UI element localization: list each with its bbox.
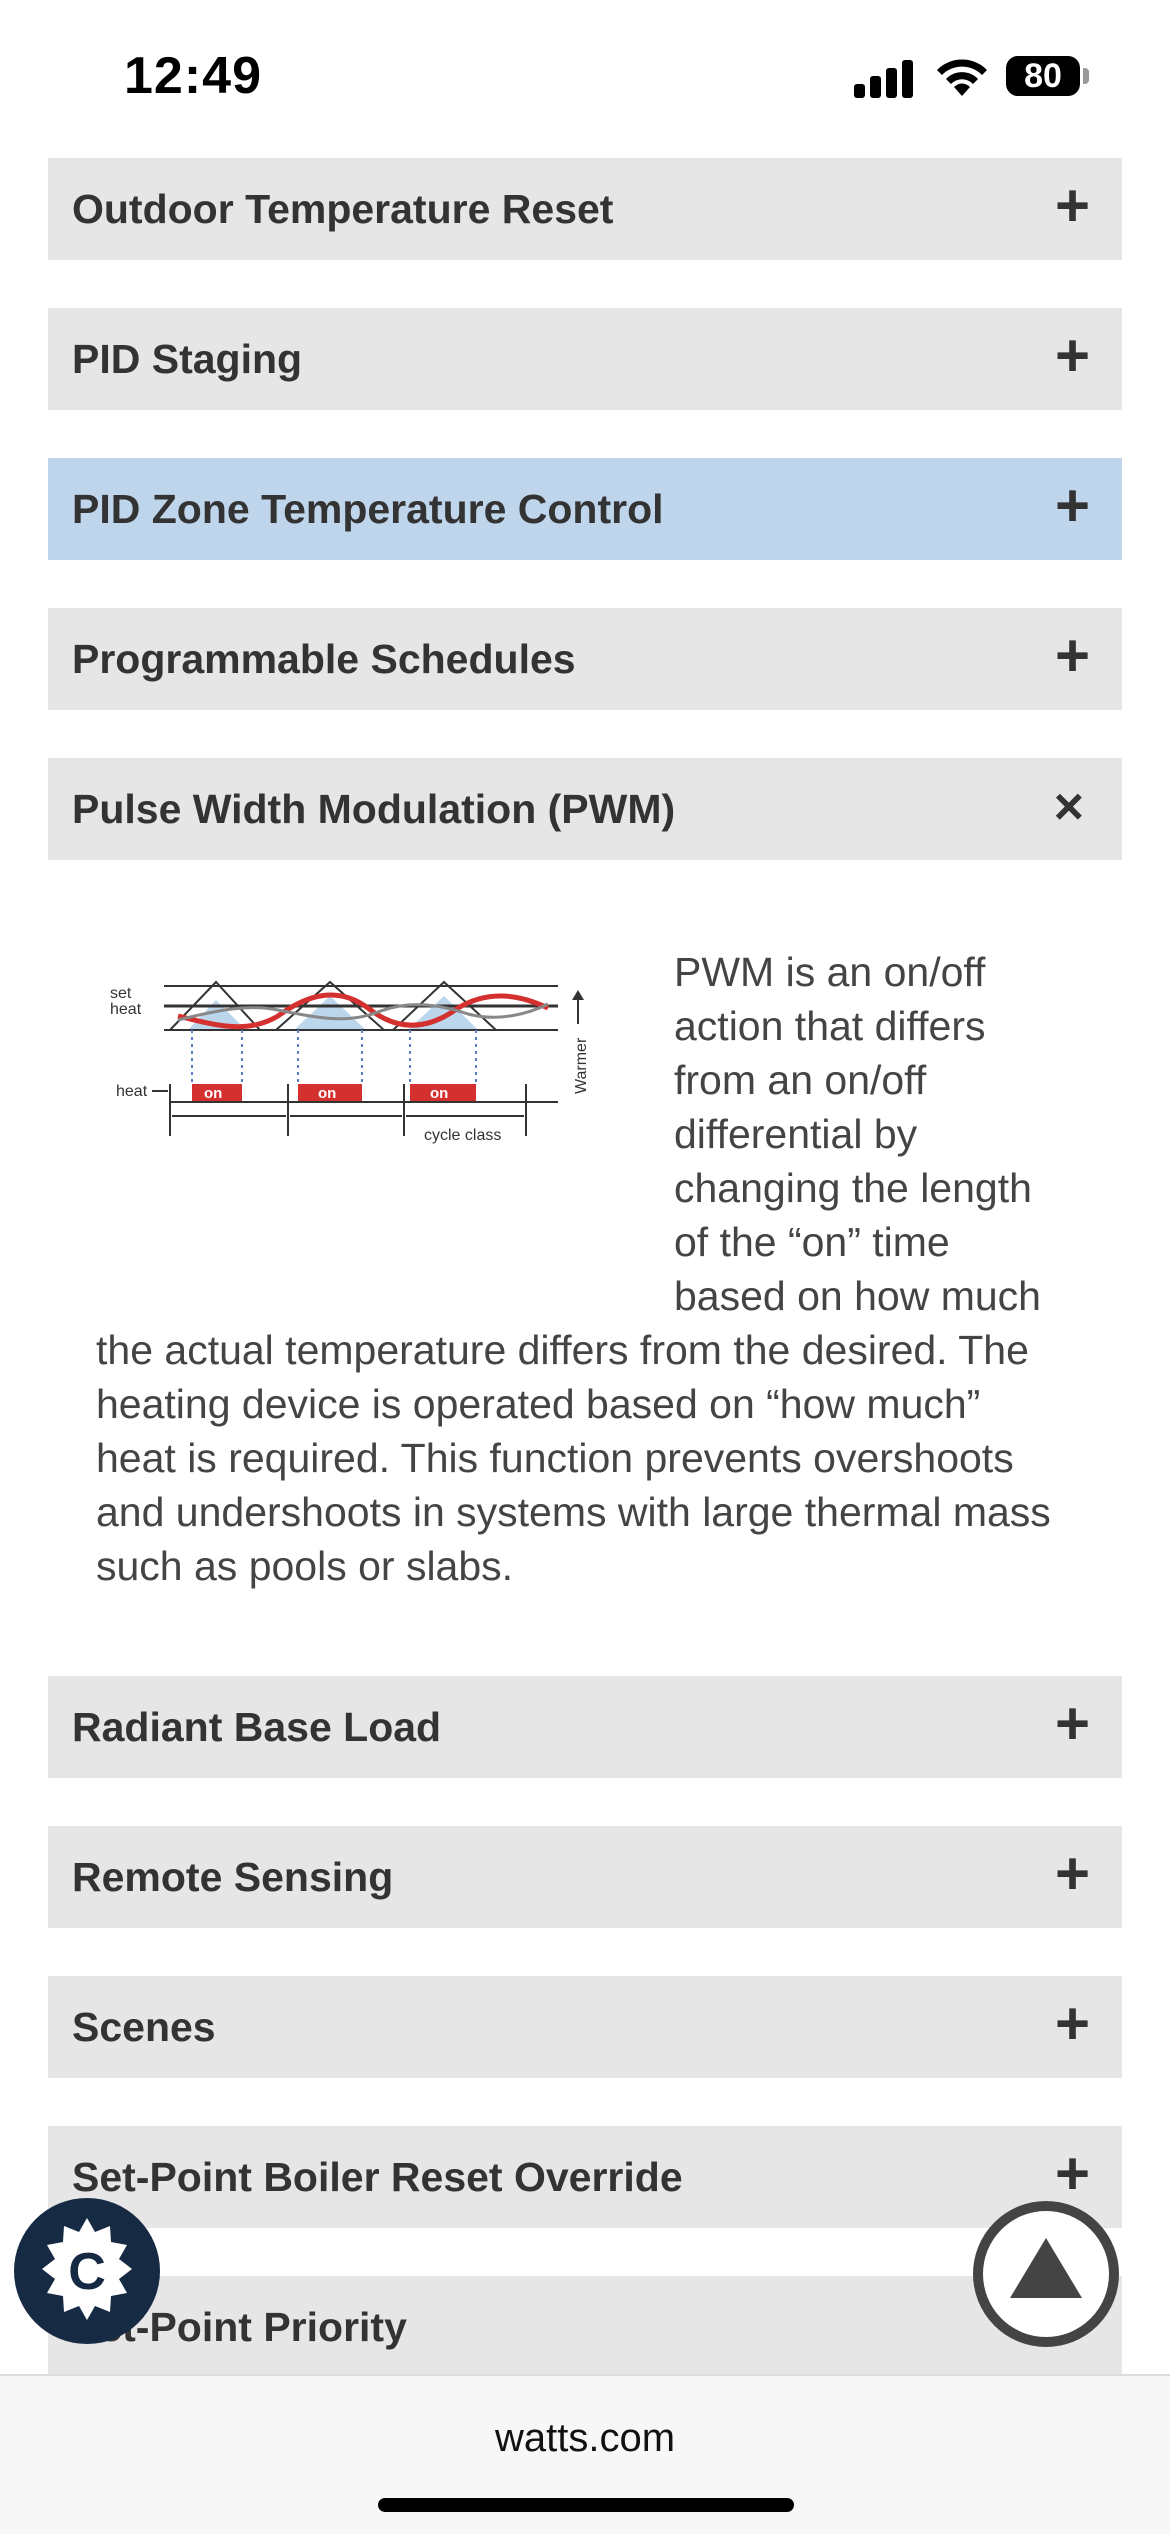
accordion-outdoor-temperature-reset[interactable]: Outdoor Temperature Reset + bbox=[48, 158, 1122, 260]
status-bar: 12:49 80 bbox=[0, 0, 1170, 150]
plus-icon[interactable]: + bbox=[1054, 1690, 1090, 1757]
battery-level: 80 bbox=[1024, 57, 1062, 95]
pwm-description-block: PWM is an on/off action that differs fro… bbox=[96, 945, 1056, 1593]
status-time: 12:49 bbox=[124, 47, 262, 105]
plus-icon[interactable]: + bbox=[1054, 1990, 1090, 2057]
diagram-warmer-label: Warmer bbox=[573, 1037, 590, 1094]
accordion-pid-staging[interactable]: PID Staging + bbox=[48, 308, 1122, 410]
accordion-label: Pulse Width Modulation (PWM) bbox=[72, 786, 676, 832]
home-indicator[interactable] bbox=[378, 2498, 794, 2512]
scroll-to-top-button[interactable] bbox=[972, 2200, 1120, 2348]
cookie-settings-button[interactable]: C bbox=[12, 2196, 162, 2346]
diagram-heat-row-label: heat bbox=[116, 1083, 148, 1100]
plus-icon[interactable]: + bbox=[1054, 172, 1090, 239]
diagram-on-label: on bbox=[204, 1085, 222, 1102]
cellular-signal-icon bbox=[854, 58, 914, 98]
browser-bottom-bar: watts.com bbox=[0, 2374, 1170, 2534]
plus-icon[interactable]: + bbox=[1054, 2140, 1090, 2207]
accordion-programmable-schedules[interactable]: Programmable Schedules + bbox=[48, 608, 1122, 710]
accordion-label: Scenes bbox=[72, 2004, 216, 2050]
close-icon[interactable]: × bbox=[1053, 778, 1084, 836]
diagram-on-label: on bbox=[318, 1085, 336, 1102]
pwm-diagram: set heat heat on on on bbox=[110, 980, 590, 1144]
accordion-radiant-base-load[interactable]: Radiant Base Load + bbox=[48, 1676, 1122, 1778]
battery-icon: 80 bbox=[1006, 56, 1080, 96]
plus-icon[interactable]: + bbox=[1054, 622, 1090, 689]
accordion-label: Set-Point Boiler Reset Override bbox=[72, 2154, 683, 2200]
accordion-set-point-boiler-reset-override[interactable]: Set-Point Boiler Reset Override + bbox=[48, 2126, 1122, 2228]
accordion-label: Outdoor Temperature Reset bbox=[72, 186, 614, 232]
wifi-icon bbox=[937, 59, 987, 96]
accordion-scenes[interactable]: Scenes + bbox=[48, 1976, 1122, 2078]
accordion-pulse-width-modulation[interactable]: Pulse Width Modulation (PWM) × bbox=[48, 758, 1122, 860]
pwm-description: PWM is an on/off action that differs fro… bbox=[96, 949, 1051, 1589]
diagram-set-label: set bbox=[110, 985, 132, 1002]
url-bar[interactable]: watts.com bbox=[494, 2416, 676, 2460]
diagram-on-label: on bbox=[430, 1085, 448, 1102]
accordion-set-point-priority[interactable]: Set-Point Priority + bbox=[48, 2276, 1122, 2378]
plus-icon[interactable]: + bbox=[1054, 1840, 1090, 1907]
plus-icon[interactable]: + bbox=[1054, 322, 1090, 389]
plus-icon[interactable]: + bbox=[1054, 472, 1090, 539]
accordion-label: PID Zone Temperature Control bbox=[72, 486, 664, 532]
arrow-up-icon bbox=[1010, 2238, 1082, 2298]
cookie-badge-icon bbox=[42, 2218, 132, 2320]
accordion-label: Radiant Base Load bbox=[72, 1704, 442, 1750]
accordion-label: Programmable Schedules bbox=[72, 636, 576, 682]
diagram-heat-label: heat bbox=[110, 1001, 142, 1018]
cookie-letter: C bbox=[68, 2243, 106, 2301]
accordion-label: PID Staging bbox=[72, 336, 303, 382]
accordion-remote-sensing[interactable]: Remote Sensing + bbox=[48, 1826, 1122, 1928]
diagram-cycle-label: cycle class bbox=[424, 1127, 501, 1144]
battery-cap-icon bbox=[1083, 68, 1089, 84]
accordion-label: Remote Sensing bbox=[72, 1854, 394, 1900]
accordion-pid-zone-temperature-control[interactable]: PID Zone Temperature Control + bbox=[48, 458, 1122, 560]
